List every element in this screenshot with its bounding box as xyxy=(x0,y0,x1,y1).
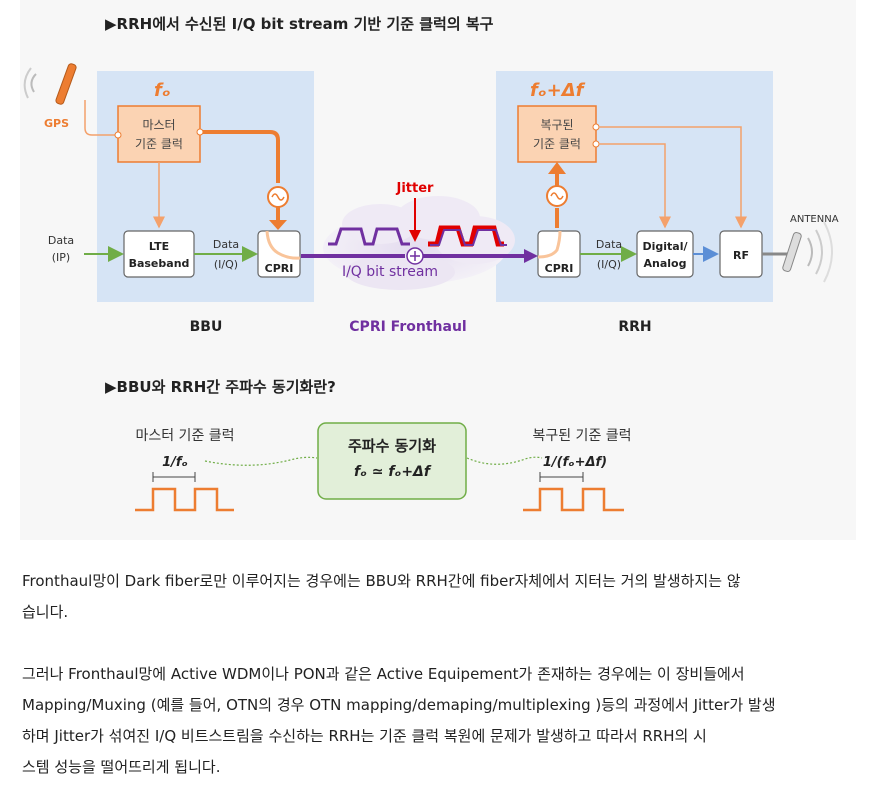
sync-left-label: 마스터 기준 클럭 xyxy=(135,428,234,444)
sync-equation: fₒ ≃ fₒ+Δf xyxy=(354,464,432,480)
sync-right-period: 1/(fₒ+Δf) xyxy=(543,455,607,470)
rrh-data-iq-line2: (I/Q) xyxy=(597,258,621,271)
data-ip-line1: Data xyxy=(48,234,74,247)
diagram-figure: ▶RRH에서 수신된 I/Q bit stream 기반 기준 클럭의 복구 ▶… xyxy=(20,0,856,540)
antenna-icon xyxy=(782,221,833,283)
rrh-cpri-label: CPRI xyxy=(545,262,574,275)
master-clock-waveform xyxy=(135,487,234,512)
gps-link xyxy=(84,100,118,136)
bbu-clock-line xyxy=(203,130,280,183)
title-recovery: ▶RRH에서 수신된 I/Q bit stream 기반 기준 클럭의 복구 xyxy=(105,15,494,33)
digital-analog-line1: Digital/ xyxy=(642,240,688,253)
antenna-label: ANTENNA xyxy=(790,214,839,225)
clean-waveform xyxy=(328,227,410,246)
sync-title: 주파수 동기화 xyxy=(348,437,436,455)
master-clock-line1: 마스터 xyxy=(142,118,175,132)
paragraph-2-line-2: Mapping/Muxing (예를 들어, OTN의 경우 OTN mappi… xyxy=(22,696,776,714)
lte-baseband-box xyxy=(123,230,195,278)
bbu-data-iq-line1: Data xyxy=(213,238,239,251)
data-ip-line2: (IP) xyxy=(52,251,70,264)
recovered-clock-line1: 복구된 xyxy=(540,118,573,132)
paragraph-2-line-3: 하며 Jitter가 섞여진 I/Q 비트스트림을 수신하는 RRH는 기준 클… xyxy=(22,727,707,745)
sync-left-period: 1/fₒ xyxy=(162,455,188,470)
master-clock-line2: 기준 클럭 xyxy=(135,137,183,151)
jitter-label: Jitter xyxy=(396,181,435,196)
recovered-clock-line2: 기준 클럭 xyxy=(533,137,581,151)
gps-antenna-icon xyxy=(23,63,77,105)
paragraph-2-line-1: 그러나 Fronthaul망에 Active WDM이나 PON과 같은 Act… xyxy=(22,665,745,683)
jittered-waveform xyxy=(428,225,507,247)
title-sync: ▶BBU와 RRH간 주파수 동기화란? xyxy=(105,378,336,396)
gps-label: GPS xyxy=(44,117,69,130)
paragraph-2: 그러나 Fronthaul망에 Active WDM이나 PON과 같은 Act… xyxy=(22,659,862,783)
baseband-line2: Baseband xyxy=(129,257,190,270)
master-clock-box xyxy=(117,105,201,163)
paragraph-1-line-2: 습니다. xyxy=(22,603,69,621)
recovered-clock-waveform xyxy=(523,487,624,512)
paragraph-1-line-1: Fronthaul망이 Dark fiber로만 이루어지는 경우에는 BBU와… xyxy=(22,572,741,590)
baseband-line1: LTE xyxy=(149,240,169,253)
digital-analog-line2: Analog xyxy=(644,257,687,270)
rrh-label: RRH xyxy=(618,319,651,335)
cpri-fronthaul-label: CPRI Fronthaul xyxy=(349,319,466,335)
sync-right-label: 복구된 기준 클럭 xyxy=(532,428,631,444)
bbu-label: BBU xyxy=(190,319,223,335)
paragraph-1: Fronthaul망이 Dark fiber로만 이루어지는 경우에는 BBU와… xyxy=(22,566,862,628)
bbu-data-iq-line2: (I/Q) xyxy=(214,258,238,271)
rf-label: RF xyxy=(733,249,749,262)
diagram-canvas: ▶RRH에서 수신된 I/Q bit stream 기반 기준 클럭의 복구 ▶… xyxy=(23,15,839,512)
recovered-clock-box xyxy=(517,105,597,163)
rrh-data-iq-line1: Data xyxy=(596,238,622,251)
bbu-cpri-label: CPRI xyxy=(265,262,294,275)
rrh-freq-label: fₒ+Δf xyxy=(530,80,586,101)
paragraph-2-line-4: 스템 성능을 떨어뜨리게 됩니다. xyxy=(22,758,221,776)
bbu-freq-label: fₒ xyxy=(154,80,171,101)
sync-box xyxy=(317,422,467,500)
iq-bit-stream-label: I/Q bit stream xyxy=(342,264,438,280)
digital-analog-box xyxy=(636,230,694,278)
